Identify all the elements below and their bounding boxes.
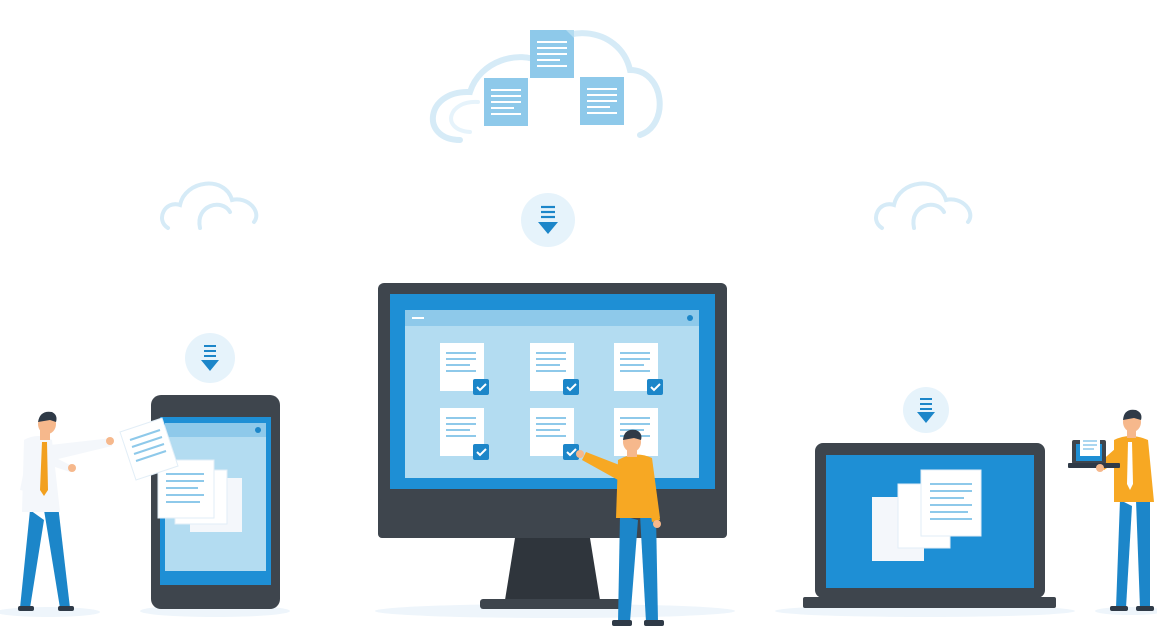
document-icon xyxy=(614,343,663,395)
tablet-device xyxy=(151,395,280,609)
document-icon xyxy=(119,417,179,481)
document-icon xyxy=(872,469,982,561)
document-icon xyxy=(530,408,579,460)
person-left-presenting xyxy=(18,411,179,611)
document-icon xyxy=(157,459,242,532)
cloud-document-icon xyxy=(580,77,624,125)
document-icon xyxy=(440,343,489,395)
cloud-document-icon xyxy=(530,30,574,78)
person-right-holding-laptop xyxy=(1068,409,1154,611)
small-cloud-icon-left xyxy=(160,181,259,230)
desktop-monitor xyxy=(378,283,727,609)
main-cloud-icon xyxy=(430,30,663,143)
person-center-touching-screen xyxy=(576,429,664,626)
download-arrow-icon xyxy=(185,333,235,383)
checkbox-icon xyxy=(473,379,489,395)
document-icon xyxy=(440,408,489,460)
laptop-icon xyxy=(1068,436,1120,468)
checkbox-icon xyxy=(473,444,489,460)
download-arrow-icon xyxy=(521,193,575,247)
laptop-device xyxy=(803,443,1056,608)
cloud-document-icon xyxy=(484,78,528,126)
document-icon xyxy=(530,343,579,395)
download-arrow-icon xyxy=(903,387,949,433)
small-cloud-icon-right xyxy=(874,181,973,230)
checkbox-icon xyxy=(647,379,663,395)
checkbox-icon xyxy=(563,444,579,460)
checkbox-icon xyxy=(563,379,579,395)
